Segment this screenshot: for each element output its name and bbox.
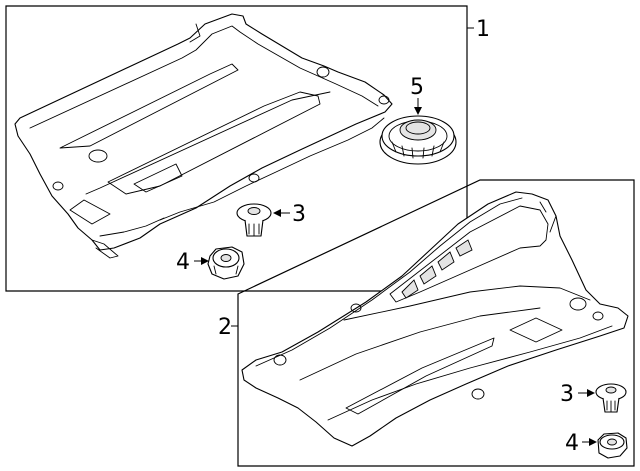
part-4-nut-lower xyxy=(597,432,628,459)
part-3-clip-upper xyxy=(236,203,272,237)
callout-4-upper: 4 xyxy=(176,250,190,275)
callout-5: 5 xyxy=(410,75,424,100)
callout-2: 2 xyxy=(218,315,232,340)
part-2-rear-shield xyxy=(241,191,629,447)
part-5-round-mount xyxy=(379,115,457,165)
callout-1: 1 xyxy=(476,17,490,42)
callout-3-lower: 3 xyxy=(560,382,574,407)
part-1-front-shield xyxy=(14,13,393,259)
part-3-clip-lower xyxy=(595,383,627,413)
part-4-nut-upper xyxy=(207,246,245,280)
callout-3-upper: 3 xyxy=(292,202,306,227)
group-box-2 xyxy=(237,179,635,467)
callout-4-lower: 4 xyxy=(565,431,579,456)
